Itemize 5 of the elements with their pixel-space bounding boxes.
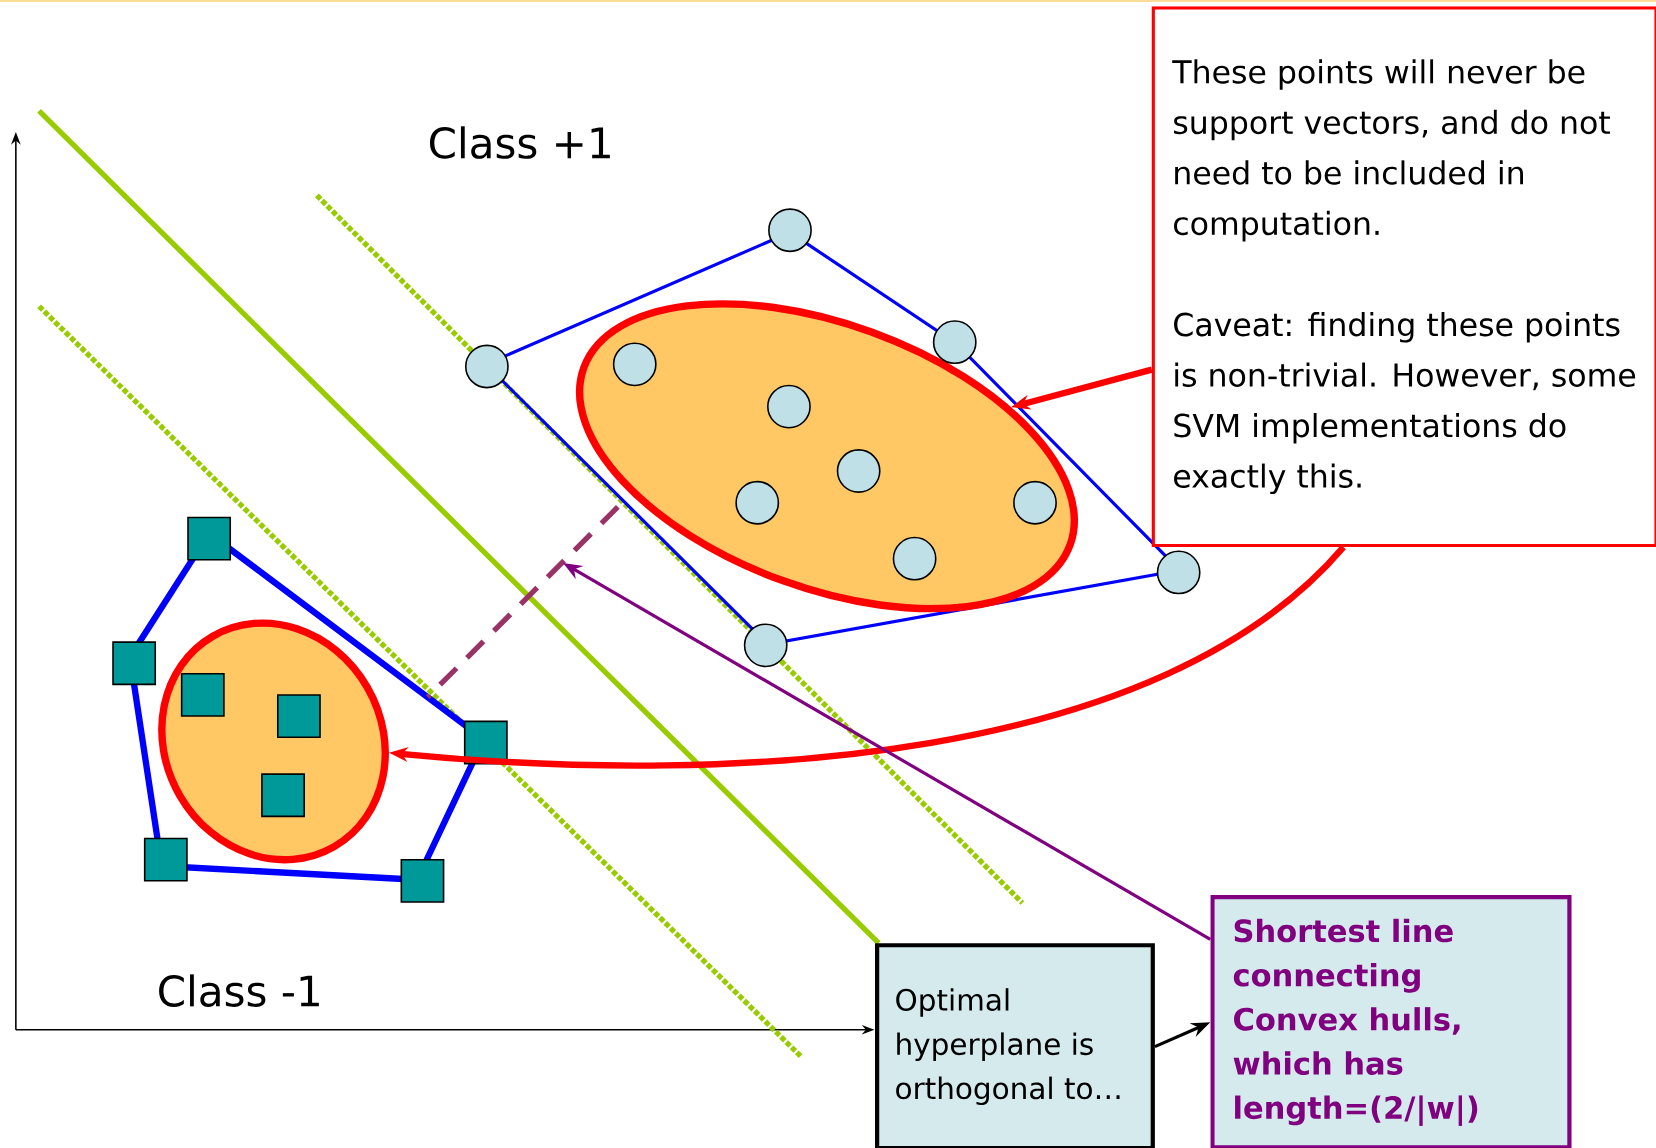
class-label: Class -1 <box>159 974 319 1007</box>
text-box: Optimal hyperplane is orthogonal to… <box>875 943 1155 1148</box>
class-label: Class +1 <box>429 126 610 159</box>
callout-box: These points will never be support vectors, and do not need to be included in computation. Caveat: finding these points is non-trivial. However, some SVM implementations do exactly this. <box>1151 6 1656 548</box>
text-box: Shortest line connecting Convex hulls, which has length=(2/|w|) <box>1210 895 1572 1148</box>
